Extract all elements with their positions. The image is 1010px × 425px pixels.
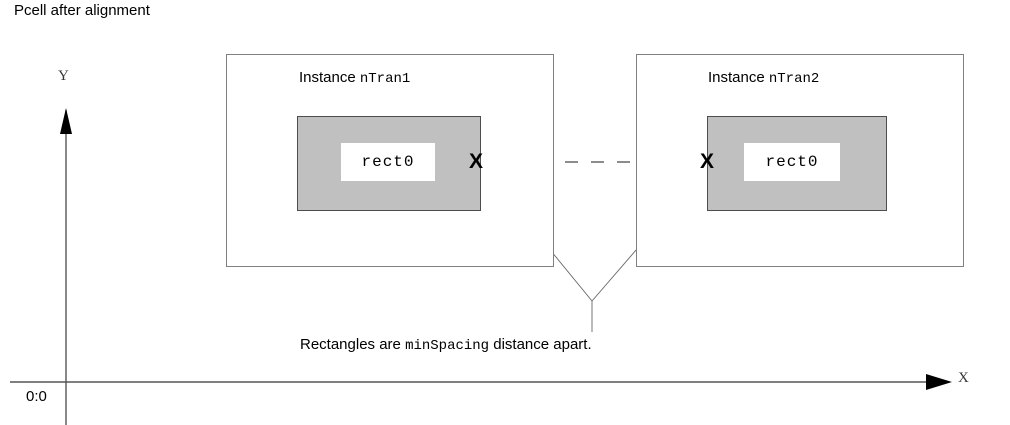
rect0-label-box-ntran2: rect0 bbox=[744, 143, 840, 181]
alignment-marker-right: X bbox=[700, 150, 715, 173]
caption-after: distance apart. bbox=[489, 336, 592, 353]
x-axis-arrowhead bbox=[926, 374, 952, 390]
y-axis-arrowhead bbox=[60, 108, 72, 134]
instance-name-ntran1: nTran1 bbox=[359, 71, 411, 87]
rect0-label-box-ntran1: rect0 bbox=[341, 143, 435, 181]
spacing-caption: Rectangles are minSpacing distance apart… bbox=[300, 336, 592, 354]
page-title: Pcell after alignment bbox=[14, 2, 150, 19]
instance-label-prefix: Instance bbox=[299, 69, 360, 86]
instance-label-prefix: Instance bbox=[708, 69, 769, 86]
instance-name-ntran2: nTran2 bbox=[768, 71, 820, 87]
origin-label: 0:0 bbox=[26, 388, 47, 405]
instance-label-ntran1: Instance nTran1 bbox=[299, 69, 410, 87]
y-axis-label: Y bbox=[58, 68, 69, 84]
x-axis-label: X bbox=[958, 370, 969, 386]
caption-code: minSpacing bbox=[405, 338, 490, 354]
alignment-marker-left: X bbox=[469, 150, 484, 173]
caption-before: Rectangles are bbox=[300, 336, 406, 353]
instance-label-ntran2: Instance nTran2 bbox=[708, 69, 819, 87]
